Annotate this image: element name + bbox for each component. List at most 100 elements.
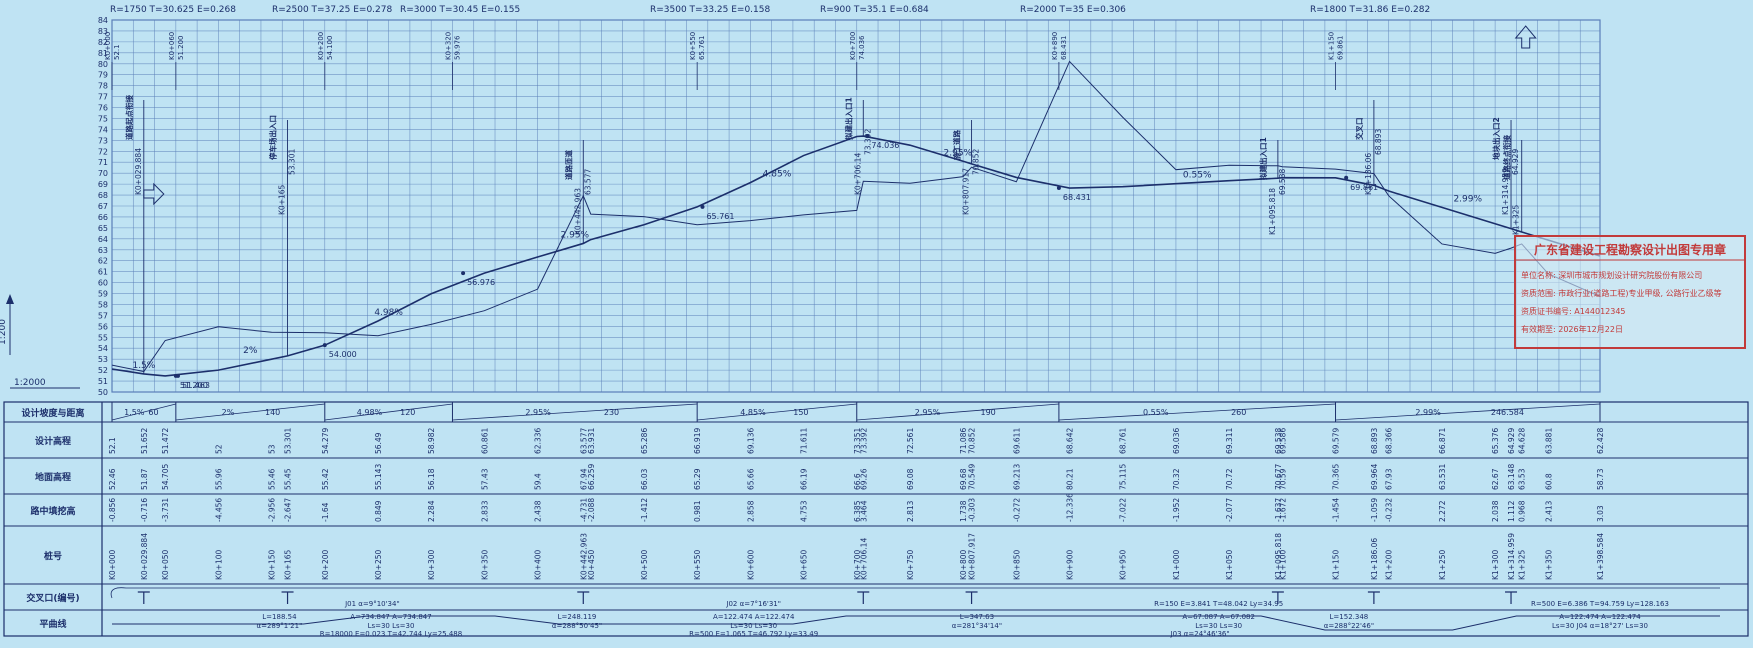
table-cell-cut: -1.672 — [1278, 498, 1287, 522]
table-row-header: 设计坡度与距离 — [21, 407, 84, 419]
table-cell-design: 54.279 — [321, 428, 330, 454]
vpi-station-label: K0+200 — [317, 32, 325, 60]
grade-diagonal — [111, 403, 176, 421]
table-cell-sta: K1+186.06 — [1370, 538, 1379, 580]
elevation-tick-label: 78 — [98, 82, 108, 91]
grade-value: 2% — [222, 408, 235, 417]
curve-param-text: L=347.63 — [960, 613, 994, 621]
annotation-station: K0+165 — [278, 184, 287, 215]
curve-param-text: A=734.847 A=734.847 — [350, 613, 431, 621]
table-cell-design: 58.982 — [427, 428, 436, 454]
vertical-curve-param: R=1750 T=30.625 E=0.268 — [110, 5, 236, 15]
elevation-tick-label: 60 — [98, 279, 108, 288]
table-cell-sta: K0+700 — [853, 549, 862, 580]
table-cell-sta: K0+950 — [1119, 549, 1128, 580]
table-row-header: 桩号 — [44, 550, 62, 562]
table-cell-ground: 70.677 — [1274, 464, 1283, 490]
annotation-name: 拟建出入口1 — [843, 97, 853, 140]
table-cell-design: 65.376 — [1491, 428, 1500, 454]
annotation-name: 道路终点衔接 — [1502, 135, 1512, 180]
grade-label: 4.85% — [763, 170, 792, 180]
table-cell-cut: 4.753 — [800, 500, 809, 522]
vpi-elevation-tag: 69.861 — [1350, 183, 1378, 192]
annotation-station: K1+095.818 — [1268, 188, 1277, 235]
vpi-station-elev: 54.100 — [326, 36, 334, 61]
curve-param-text: R=500 E=6.386 T=94.759 Ly=128.163 — [1531, 600, 1669, 608]
table-cell-sta: K1+100 — [1278, 549, 1287, 580]
elevation-tick-label: 77 — [98, 93, 108, 102]
table-cell-cut: -7.022 — [1119, 498, 1128, 522]
table-cell-design: 66.871 — [1438, 428, 1447, 454]
table-cell-cut: -0.232 — [1385, 498, 1394, 522]
elevation-tick-label: 62 — [98, 257, 108, 266]
table-cell-design: 69.538 — [1274, 428, 1283, 454]
table-cell-sta: K0+807.917 — [968, 533, 977, 580]
table-cell-design: 68.366 — [1385, 428, 1394, 454]
elevation-tick-label: 79 — [98, 71, 108, 80]
grade-value: 2.95% — [915, 408, 941, 417]
curve-param-text: L=152.348 — [1330, 613, 1369, 621]
grade-length: 150 — [793, 408, 808, 417]
table-cell-cut: -4.456 — [214, 498, 223, 522]
station-annotations: K0+029.884道路起点衔接K0+16553.301停车场出入口K0+442… — [124, 25, 1537, 374]
vpi-elevation-tag: 51.200 — [180, 381, 208, 390]
grade-diagonal — [697, 403, 857, 421]
table-cell-ground: 66.259 — [587, 464, 596, 490]
table-cell-design: 66.919 — [693, 428, 702, 454]
scale-arrow-head — [6, 294, 14, 304]
table-cell-design: 68.642 — [1066, 428, 1075, 454]
grade-value: 1.5% — [124, 408, 145, 417]
vertical-curve-param: R=1800 T=31.86 E=0.282 — [1310, 5, 1430, 15]
table-cell-cut: 2.284 — [427, 500, 436, 522]
elevation-tick-label: 68 — [98, 191, 108, 200]
table-cell-ground: 66.6 — [853, 473, 862, 490]
intersection-mark — [137, 591, 150, 604]
table-cell-ground: 70.32 — [1172, 468, 1181, 490]
grade-label: 2.95% — [561, 230, 590, 240]
table-cell-ground: 66.03 — [640, 468, 649, 490]
grade-label: 0.55% — [1183, 171, 1212, 181]
annotation-elev: 73.392 — [863, 129, 872, 155]
table-cell-design: 64.929 — [1507, 428, 1516, 454]
table-cell-ground: 70.365 — [1332, 464, 1341, 490]
annotation-station: K0+706.14 — [853, 153, 862, 195]
elevation-tick-label: 82 — [98, 38, 108, 47]
table-cell-design: 69.586 — [1278, 428, 1287, 454]
elevation-tick-label: 54 — [98, 344, 108, 353]
curve-param-text: Ls=30 Ls=30 — [1195, 622, 1242, 630]
intersection-mark — [1367, 591, 1380, 604]
vpi-station-label: K0+550 — [689, 32, 697, 60]
table-cell-cut: -12.336 — [1066, 493, 1075, 522]
grade-value: 0.55% — [1143, 408, 1169, 417]
table-cell-sta: K1+350 — [1544, 549, 1553, 580]
table-cell-ground: 55.45 — [284, 468, 293, 490]
table-cell-ground: 57.43 — [480, 468, 489, 490]
vpi-station-label: K0+060 — [168, 32, 176, 60]
table-cell-sta: K0+300 — [427, 549, 436, 580]
grade-length: 140 — [265, 408, 280, 417]
table-cell-cut: -1.637 — [1274, 498, 1283, 522]
table-cell-cut: 2.038 — [1491, 500, 1500, 522]
vpi-point — [865, 134, 870, 139]
curve-param-text: Ls=30 Ls=30 — [730, 622, 777, 630]
curve-param-text: L=188.54 — [262, 613, 297, 621]
table-cell-ground: 65.66 — [746, 468, 755, 490]
ground-line — [111, 60, 1601, 373]
table-cell-cut: 3.03 — [1596, 505, 1605, 522]
intersection-mark — [577, 591, 590, 604]
elevation-tick-label: 55 — [98, 333, 108, 342]
table-cell-design: 64.628 — [1518, 428, 1527, 454]
table-cell-ground: 63.53 — [1518, 468, 1527, 490]
table-cell-design: 51.472 — [161, 428, 170, 454]
vpi-station-label: K0+000 — [104, 32, 112, 60]
table-cell-sta: K0+100 — [214, 549, 223, 580]
table-cell-sta: K1+314.959 — [1507, 533, 1516, 580]
table-cell-cut: 0.968 — [1518, 500, 1527, 522]
vertical-curve-param: R=2500 T=37.25 E=0.278 — [272, 5, 392, 15]
table-cell-cut: -2.647 — [284, 498, 293, 522]
elevation-axis: 8483828180797877767574737271706968676665… — [0, 16, 108, 397]
table-cell-ground: 70.549 — [968, 464, 977, 490]
elevation-tick-label: 76 — [98, 104, 108, 113]
table-cell-design: 69.611 — [1012, 428, 1021, 454]
elevation-tick-label: 81 — [98, 49, 108, 58]
